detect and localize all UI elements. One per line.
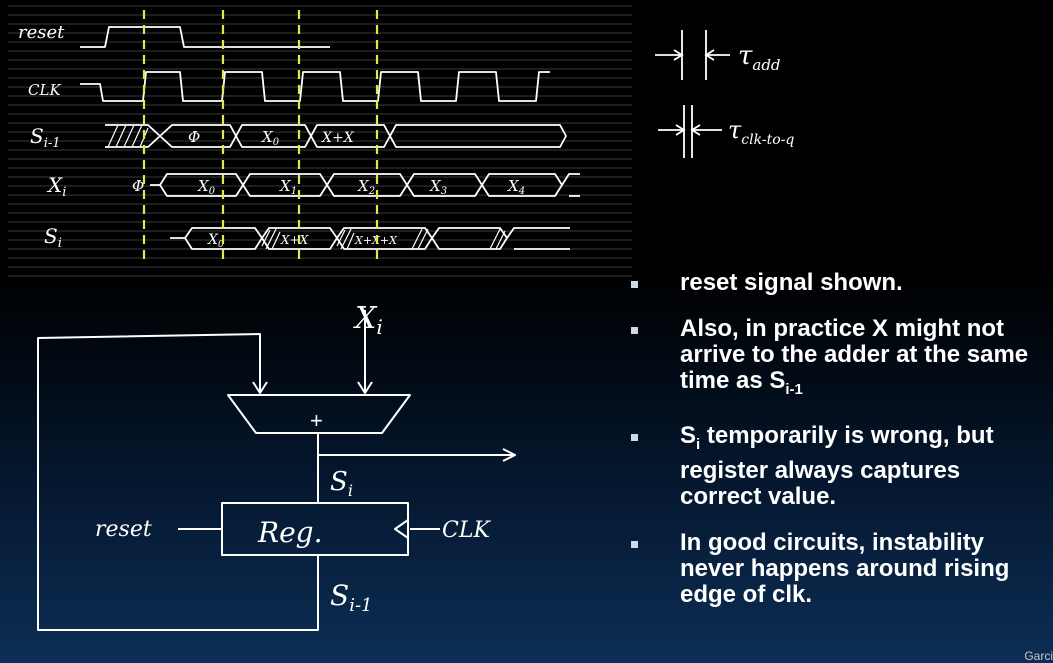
grid [8, 5, 632, 277]
output-si-label: Si [330, 467, 353, 500]
signal-label-clk: CLK [28, 81, 61, 99]
accumulator-circuit: Xi + Si Reg. reset CLK Si-1 [37, 301, 516, 631]
si1-value-0: X0 [261, 128, 280, 148]
bullet-item: Also, in practice X might not arrive to … [625, 316, 1045, 403]
tau-add-label: τadd [738, 41, 781, 74]
register-label: Reg. [257, 516, 322, 549]
bullet-list: reset signal shown. Also, in practice X … [625, 270, 1045, 628]
si1-bus [105, 124, 567, 148]
xi-value-1: X1 [279, 177, 297, 197]
si1-phi: Φ [188, 128, 200, 146]
delay-annotations: τadd τclk-to-q [655, 30, 794, 158]
reset-input-label: reset [95, 517, 152, 542]
si1-value-1: X+X [321, 130, 355, 146]
bullet-marker [631, 281, 638, 288]
xi-bus [150, 173, 580, 197]
signal-label-si: Si [44, 224, 62, 251]
tau-clk-to-q-label: τclk-to-q [728, 116, 794, 148]
timing-diagram: reset CLK Si-1 Xi Si [8, 5, 632, 277]
clk-waveform [80, 71, 550, 102]
bullet-item: In good circuits, instability never happ… [625, 529, 1045, 608]
bullet-item: Si temporarily is wrong, but register al… [625, 422, 1045, 510]
xi-phi: Φ [132, 177, 144, 195]
adder-shape [227, 394, 411, 434]
xi-value-3: X3 [429, 177, 447, 197]
signal-label-reset: reset [18, 22, 65, 43]
si1-hatch [107, 124, 149, 148]
feedback-wire [37, 333, 319, 631]
bullet-marker [631, 540, 638, 548]
feedback-si1-label: Si-1 [330, 579, 372, 616]
si-bus [170, 227, 570, 250]
xi-value-4: X4 [507, 177, 525, 197]
si-value-0: X0 [207, 232, 224, 250]
si-hatch [261, 228, 506, 250]
bullet-marker [631, 327, 638, 334]
signal-label-si1: Si-1 [30, 124, 61, 151]
clk-input-label: CLK [442, 518, 491, 543]
adder-symbol: + [310, 408, 323, 433]
bullet-marker [631, 433, 638, 441]
bullet-item: reset signal shown. [625, 270, 1045, 296]
reset-waveform [80, 26, 330, 48]
input-xi-label: Xi [353, 301, 383, 339]
xi-value-0: X0 [197, 177, 216, 197]
si-value-1: X+X [280, 233, 309, 247]
clock-edge-markers [142, 10, 379, 262]
signal-label-xi: Xi [46, 173, 66, 200]
author-credit: Garci [1024, 649, 1053, 663]
xi-value-2: X2 [357, 177, 375, 197]
